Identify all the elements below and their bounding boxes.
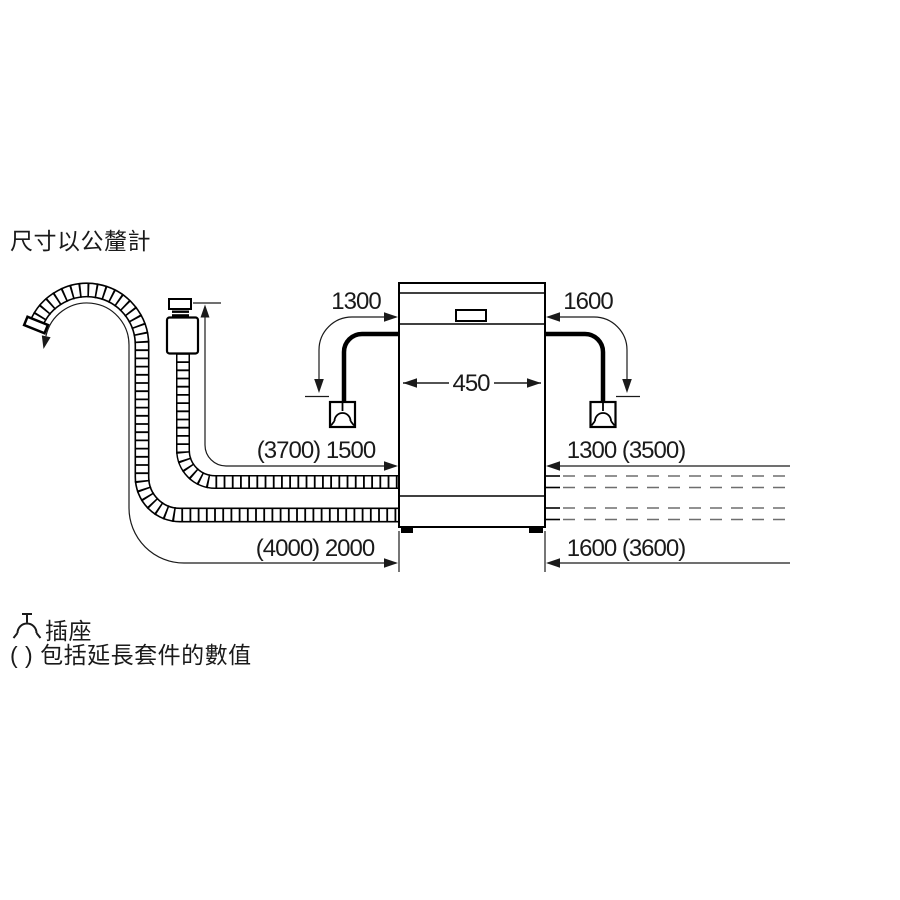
dimension-lines-right — [398, 465, 790, 572]
dim-supply-hose-extended: 1300 (3500) — [567, 437, 685, 464]
legend-parentheses-note: ( ) 包括延長套件的數值 — [10, 642, 252, 668]
dim-supply-hose: (3700) 1500 — [257, 437, 376, 464]
extension-hoses-dashed — [546, 475, 790, 521]
aquastop-body — [165, 316, 200, 355]
power-cord-right — [546, 331, 606, 401]
dim-line-supply-hose — [204, 307, 396, 467]
power-cord-left — [341, 331, 398, 401]
dim-drain-hose: (4000) 2000 — [256, 535, 375, 562]
drain-hose — [22, 282, 401, 523]
diagram-title: 尺寸以公釐計 — [10, 228, 151, 254]
dim-line-left-cord — [318, 316, 396, 382]
aquastop-valve — [165, 298, 200, 355]
dim-appliance-width: 450 — [452, 370, 490, 397]
dimension-lines-left — [45, 302, 640, 564]
dishwasher-front — [398, 282, 546, 533]
door-handle — [455, 309, 487, 322]
foot-left — [401, 527, 413, 533]
power-cords — [328, 331, 617, 429]
legend: 插座 ( ) 包括延長套件的數值 — [10, 613, 252, 668]
dim-power-cord-left: 1300 — [331, 288, 381, 315]
drain-hose-end-cap — [22, 315, 50, 335]
supply-hose — [165, 298, 401, 489]
foot-right — [529, 527, 543, 533]
power-socket-right — [589, 400, 617, 429]
dim-line-right-cord — [548, 316, 628, 382]
arrowheads — [41, 304, 632, 568]
dim-power-cord-right: 1600 — [563, 288, 613, 315]
dim-line-drain-hose — [45, 302, 396, 564]
legend-socket-icon — [12, 613, 42, 639]
power-socket-left — [328, 400, 357, 429]
socket-icon — [590, 403, 616, 427]
socket-icon — [330, 403, 355, 427]
dim-drain-hose-extended: 1600 (3600) — [567, 535, 685, 562]
tap-connector-cap — [168, 298, 192, 310]
legend-socket-label: 插座 — [45, 618, 92, 644]
